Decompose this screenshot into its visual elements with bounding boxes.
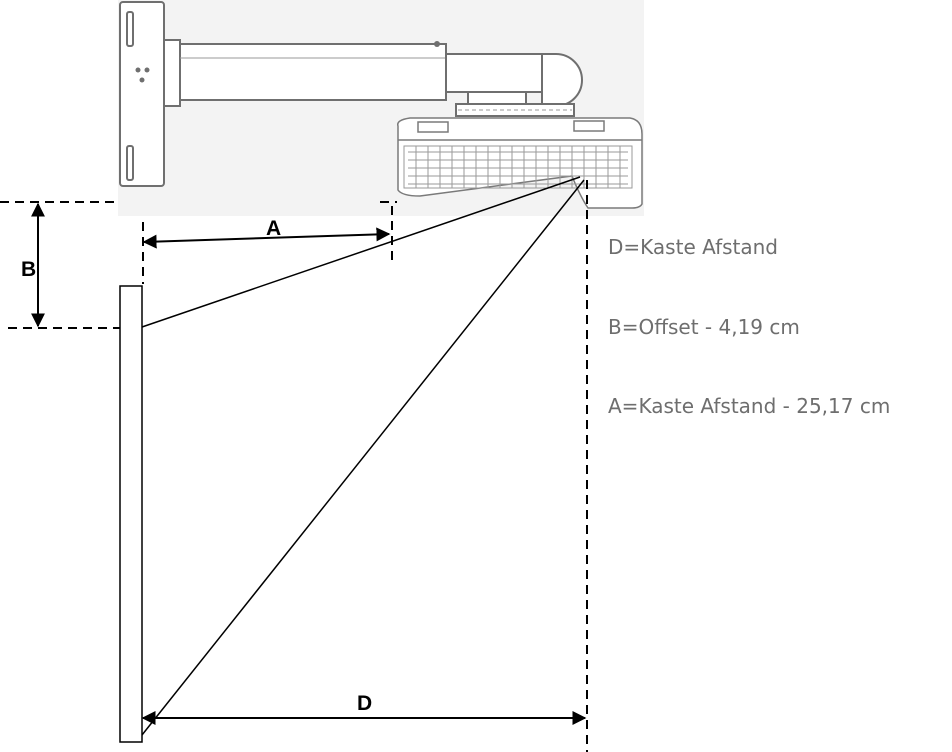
legend-a: A=Kaste Afstand - 25,17 cm [608, 394, 891, 418]
label-b: B [21, 258, 36, 281]
projection-screen [119, 285, 143, 743]
legend-d: D=Kaste Afstand [608, 235, 778, 259]
dashed-guides [0, 180, 588, 752]
label-a: A [266, 217, 281, 240]
projector-vents [408, 146, 628, 188]
ray-to-screen-top [141, 176, 581, 328]
ray-to-screen-bottom [141, 179, 585, 736]
dimension-a-arrow [142, 227, 391, 249]
wall-mount [119, 1, 583, 187]
projector [397, 117, 643, 209]
label-d: D [357, 692, 372, 715]
legend-b: B=Offset - 4,19 cm [608, 315, 800, 339]
mount-arm [179, 43, 447, 101]
